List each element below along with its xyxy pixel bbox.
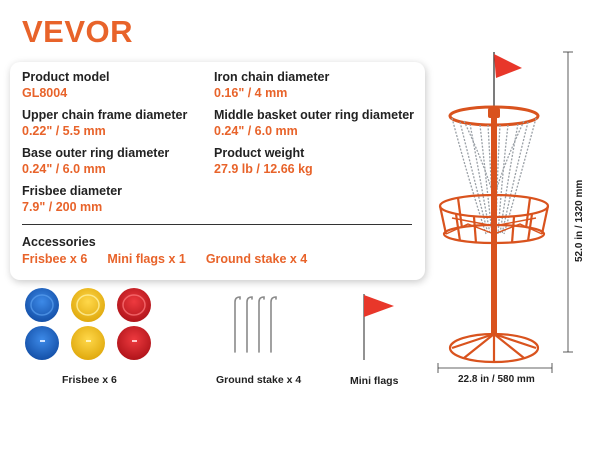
spec-label: Base outer ring diameter — [22, 146, 170, 160]
spec-middle-ring: Middle basket outer ring diameter 0.24" … — [214, 108, 414, 138]
spec-label: Product model — [22, 70, 110, 84]
accessory-item: Frisbee x 6 — [22, 252, 88, 266]
spec-base-ring: Base outer ring diameter 0.24" / 6.0 mm — [22, 146, 169, 176]
spec-divider — [22, 224, 412, 225]
spec-value: 0.24" / 6.0 mm — [214, 124, 298, 138]
spec-value: GL8004 — [22, 86, 68, 100]
basket-flag-icon — [493, 52, 522, 110]
ground-stake-icon — [234, 296, 277, 353]
width-dimension: 22.8 in / 580 mm — [458, 374, 535, 385]
frisbee-yellow-top-icon — [71, 288, 105, 322]
spec-value: 0.24" / 6.0 mm — [22, 162, 106, 176]
flags-caption: Mini flags — [350, 375, 399, 387]
frisbee-blue-top-icon — [25, 288, 59, 322]
frisbee-caption: Frisbee x 6 — [62, 374, 117, 386]
spec-model: Product model GL8004 — [22, 70, 110, 100]
spec-label: Frisbee diameter — [22, 184, 123, 198]
spec-label: Product weight — [214, 146, 305, 160]
spec-value: 0.16" / 4 mm — [214, 86, 288, 100]
spec-value: 27.9 lb / 12.66 kg — [214, 162, 313, 176]
accessory-item: Ground stake x 4 — [205, 252, 308, 266]
frisbee-group-icon — [25, 288, 151, 360]
mini-flag-icon — [363, 294, 394, 360]
frisbee-blue-bottom-icon — [25, 326, 59, 360]
spec-frisbee: Frisbee diameter 7.9" / 200 mm — [22, 184, 122, 214]
spec-iron-chain: Iron chain diameter 0.16" / 4 mm — [214, 70, 329, 100]
spec-label: Iron chain diameter — [214, 70, 330, 84]
height-dimension: 52.0 in / 1320 mm — [574, 179, 585, 262]
frisbee-red-bottom-icon — [117, 326, 151, 360]
frisbee-yellow-bottom-icon — [71, 326, 105, 360]
stake-caption: Ground stake x 4 — [216, 374, 302, 386]
disc-golf-basket-icon — [438, 52, 550, 364]
accessory-item: Mini flags x 1 — [107, 252, 186, 266]
frisbee-red-top-icon — [117, 288, 151, 322]
spec-weight: Product weight 27.9 lb / 12.66 kg — [214, 146, 313, 176]
accessories-title: Accessories — [22, 235, 96, 249]
spec-label: Middle basket outer ring diameter — [214, 108, 415, 122]
brand-logo: VEVOR — [22, 14, 134, 49]
spec-value: 0.22" / 5.5 mm — [22, 124, 106, 138]
spec-label: Upper chain frame diameter — [22, 108, 188, 122]
spec-upper-frame: Upper chain frame diameter 0.22" / 5.5 m… — [22, 108, 187, 138]
spec-value: 7.9" / 200 mm — [22, 200, 103, 214]
accessories-list: Frisbee x 6 Mini flags x 1 Ground stake … — [22, 252, 307, 266]
spec-card: Product model GL8004 Iron chain diameter… — [10, 62, 425, 280]
